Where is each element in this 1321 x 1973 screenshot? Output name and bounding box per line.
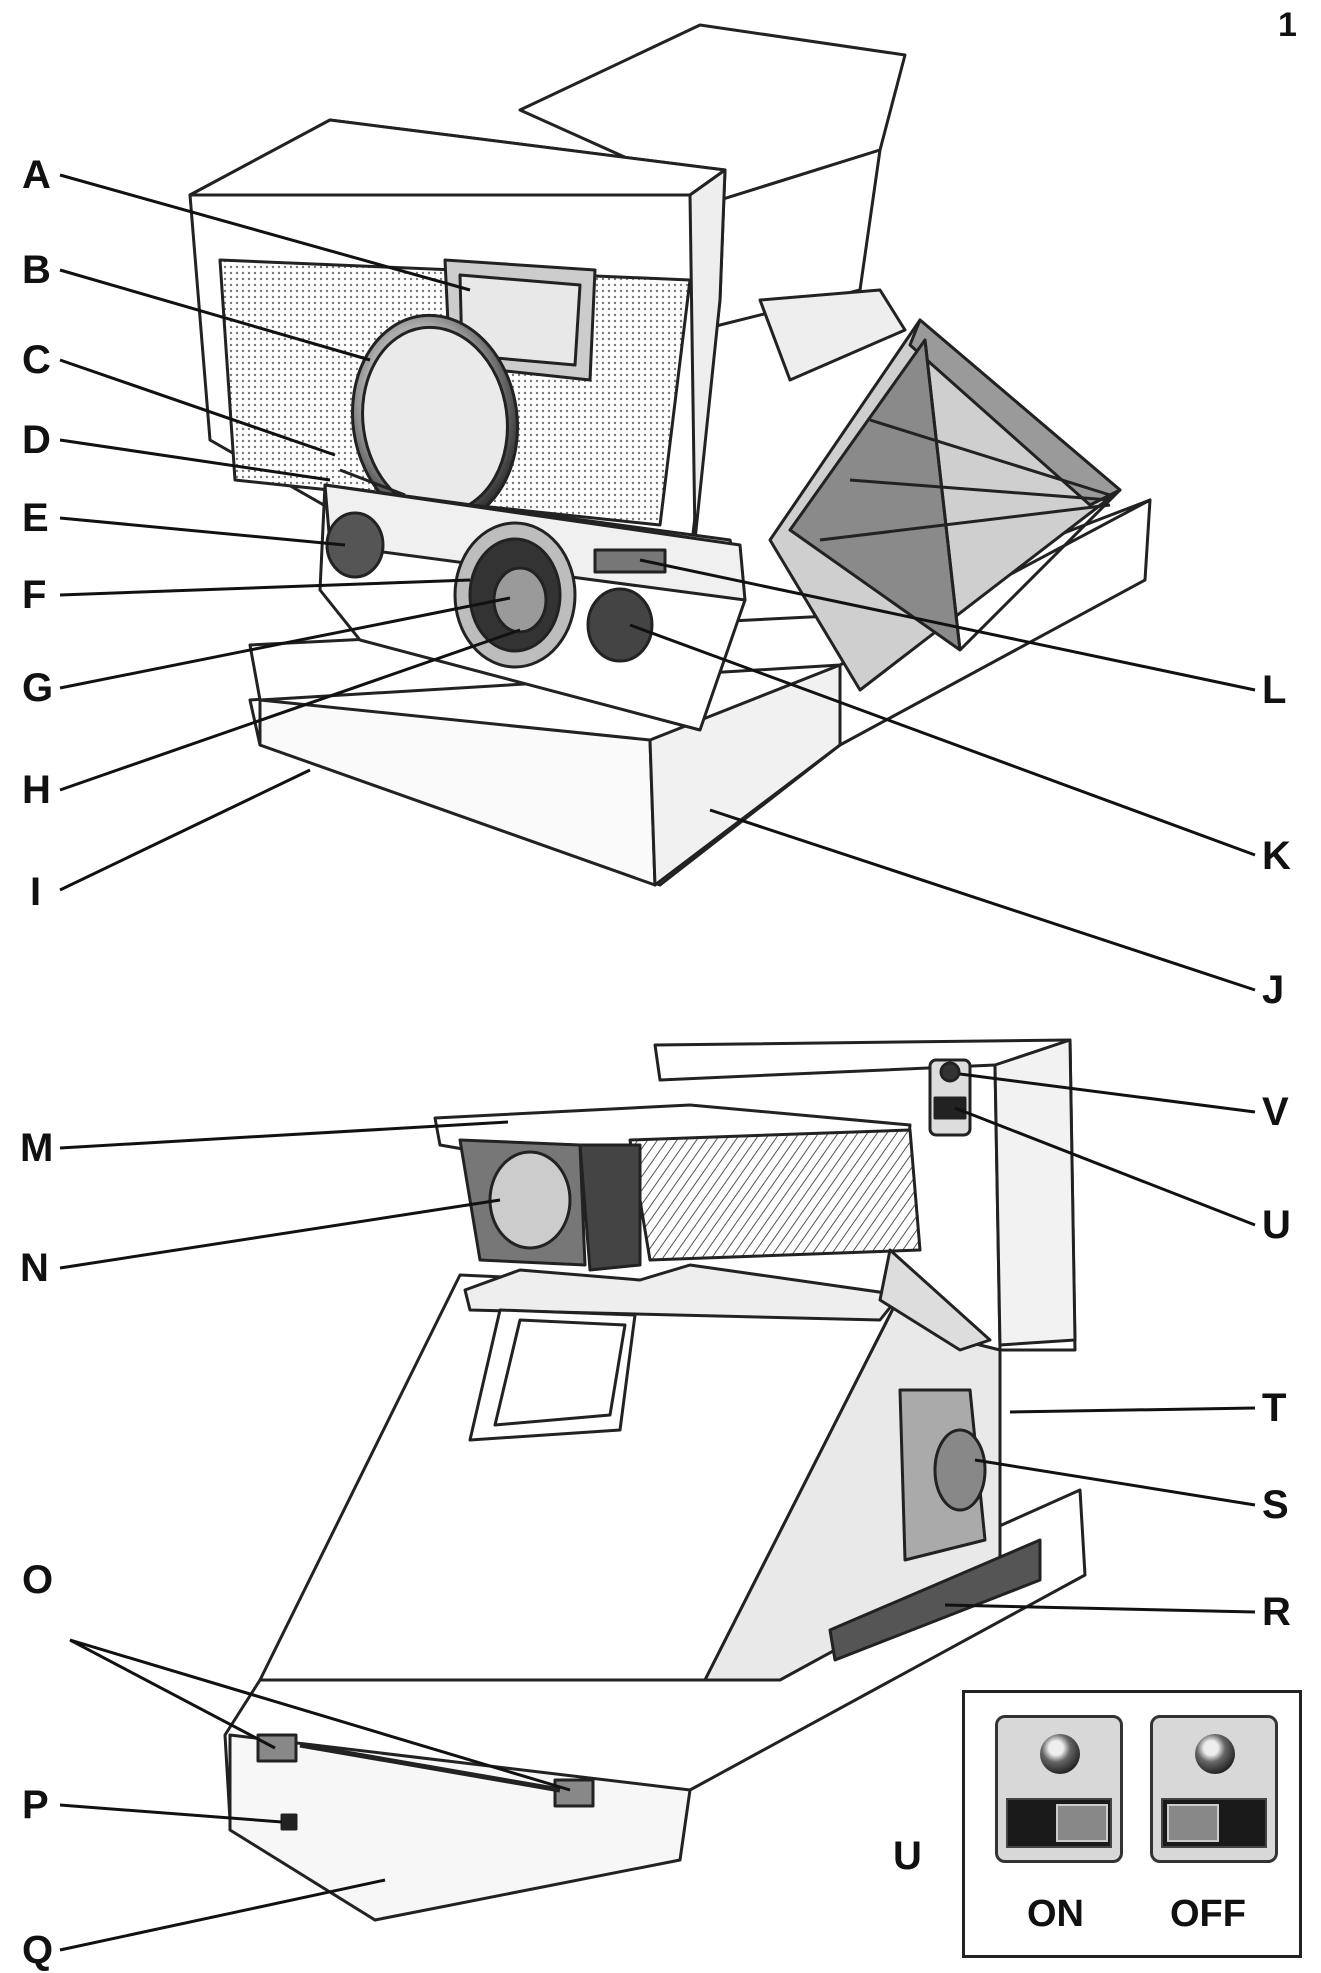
label-g: G	[22, 666, 54, 710]
flash-off-icon	[1167, 1804, 1219, 1842]
page-number: 1	[1278, 6, 1297, 44]
label-l: L	[1262, 668, 1287, 712]
flash-switch-inset: ON OFF	[962, 1690, 1302, 1958]
slider-slot	[1006, 1798, 1112, 1848]
inset-label-u: U	[893, 1834, 922, 1878]
switch-on-caption: ON	[1027, 1893, 1084, 1935]
label-u: U	[1262, 1203, 1291, 1247]
label-k: K	[1262, 834, 1291, 878]
label-n: N	[20, 1246, 49, 1290]
slider-slot	[1161, 1798, 1267, 1848]
camera-front-view	[188, 23, 1152, 887]
label-f: F	[22, 573, 47, 617]
switch-off-caption: OFF	[1170, 1893, 1246, 1935]
leader-lines-bottom	[59, 1072, 1256, 1952]
label-j: J	[1262, 968, 1285, 1012]
label-t: T	[1262, 1386, 1287, 1430]
leader-lines-top	[59, 173, 1256, 992]
label-i: I	[30, 870, 42, 914]
flash-on-icon	[1056, 1804, 1108, 1842]
label-d: D	[22, 418, 51, 462]
label-c: C	[22, 338, 51, 382]
label-h: H	[22, 768, 51, 812]
label-o: O	[22, 1558, 54, 1602]
indicator-light-icon	[1040, 1734, 1080, 1774]
label-r: R	[1262, 1590, 1291, 1634]
switch-on-illustration	[995, 1715, 1123, 1863]
label-q: Q	[22, 1928, 54, 1972]
camera-rear-view	[223, 1038, 1087, 1922]
label-v: V	[1262, 1090, 1289, 1134]
label-p: P	[22, 1783, 49, 1827]
label-e: E	[22, 496, 49, 540]
label-b: B	[22, 248, 51, 292]
label-a: A	[22, 153, 51, 197]
indicator-light-icon	[1195, 1734, 1235, 1774]
label-s: S	[1262, 1483, 1289, 1527]
label-m: M	[20, 1126, 54, 1170]
switch-off-illustration	[1150, 1715, 1278, 1863]
